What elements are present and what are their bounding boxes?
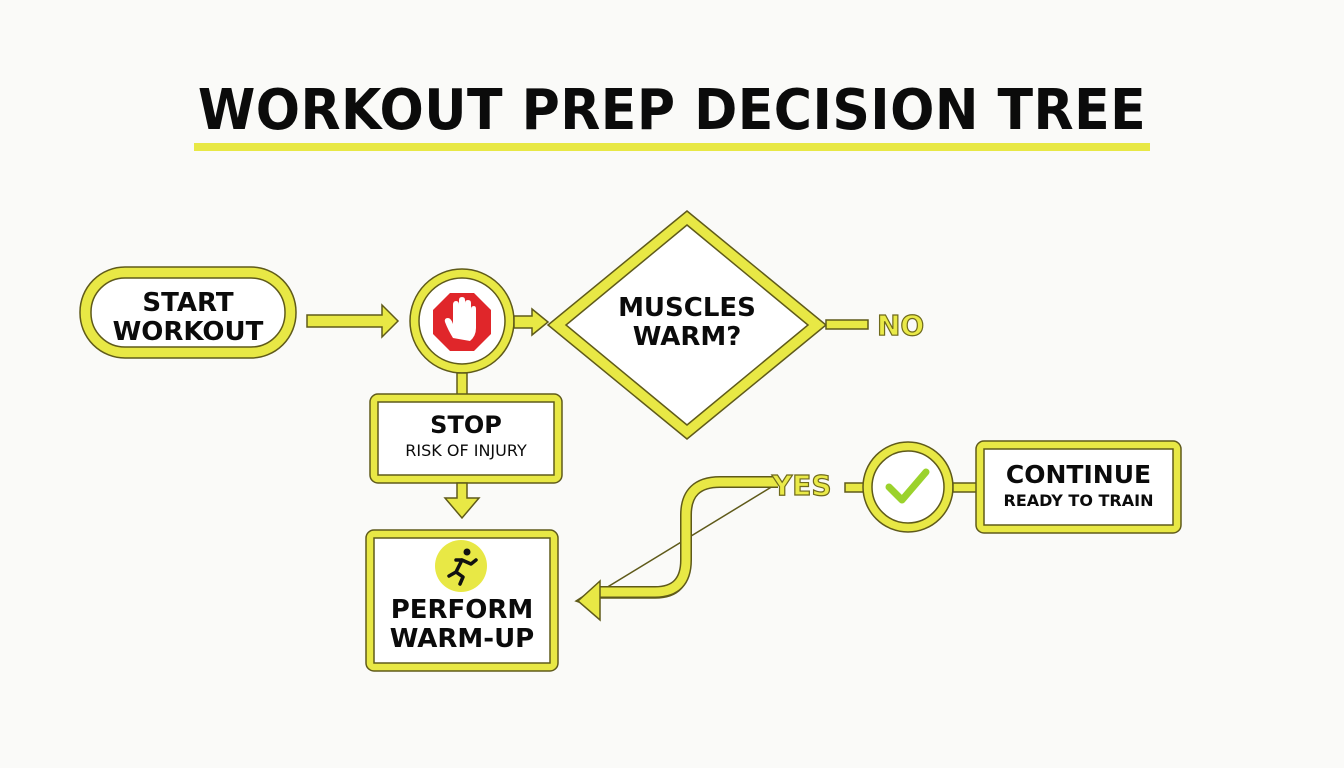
- title-underline: [194, 143, 1150, 151]
- decision-line2: WARM?: [632, 321, 742, 352]
- yes-label: YES: [771, 468, 832, 502]
- arrow-stop-to-decision: [513, 307, 550, 337]
- page-title: WORKOUT PREP DECISION TREE: [197, 78, 1147, 143]
- stop-title: STOP: [430, 411, 502, 439]
- arrow-stop-to-warmup: [443, 482, 481, 520]
- decision-line1: MUSCLES: [618, 293, 756, 323]
- stop-hand-icon: [433, 293, 491, 351]
- decision-node[interactable]: MUSCLES WARM?: [590, 294, 784, 351]
- checkmark-icon: [885, 468, 930, 504]
- start-node[interactable]: START WORKOUT: [80, 289, 296, 346]
- yes-arrowhead: [576, 579, 601, 622]
- start-node-line1: START: [142, 288, 234, 318]
- start-node-line2: WORKOUT: [112, 316, 264, 347]
- warmup-line2: WARM-UP: [389, 623, 535, 654]
- no-branch-line: [825, 319, 869, 330]
- continue-subtitle: READY TO TRAIN: [1003, 490, 1154, 510]
- no-label: NO: [876, 308, 925, 342]
- stop-subtitle: RISK OF INJURY: [405, 441, 527, 461]
- continue-title: CONTINUE: [1005, 460, 1152, 489]
- connector-stop-icon-to-stop: [456, 372, 468, 396]
- warmup-node[interactable]: PERFORM WARM-UP: [366, 596, 558, 653]
- running-person-icon: [447, 548, 478, 586]
- continue-node[interactable]: CONTINUE READY TO TRAIN: [976, 461, 1181, 509]
- arrow-start-to-stop: [306, 303, 400, 339]
- warmup-line1: PERFORM: [390, 595, 534, 625]
- stop-node[interactable]: STOP RISK OF INJURY: [370, 412, 562, 460]
- running-icon-bg: [435, 540, 487, 592]
